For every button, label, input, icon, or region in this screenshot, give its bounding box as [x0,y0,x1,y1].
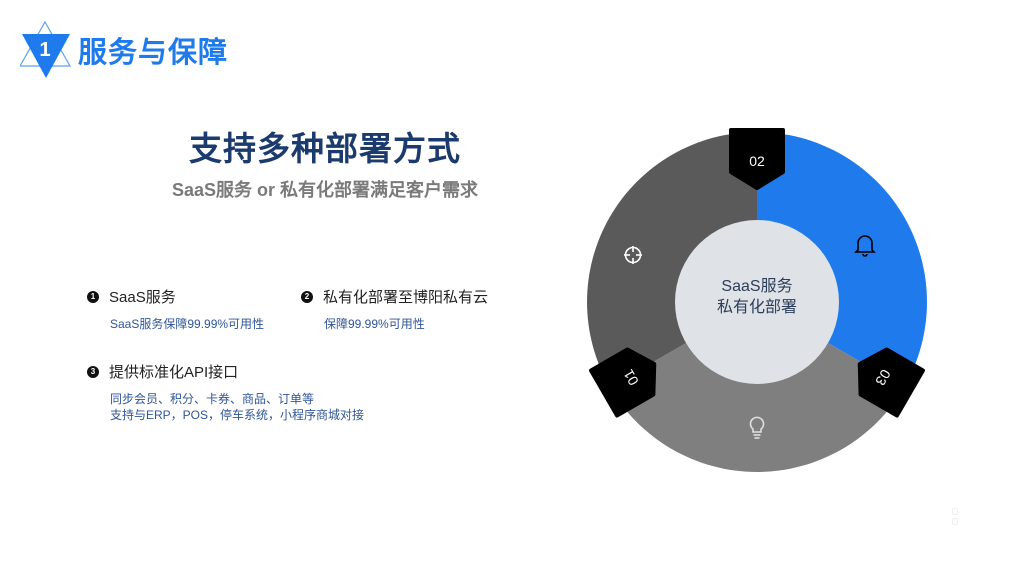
section-header: 1 服务与保障 [20,18,228,82]
page-subtitle: SaaS服务 or 私有化部署满足客户需求 [171,180,479,200]
wheel-segment-03 [609,302,905,472]
center-line-2: 私有化部署 [716,299,797,316]
deployment-wheel: 02 03 01 [587,128,927,472]
number-bullet-icon: 1 [87,290,99,303]
page-title: 支持多种部署方式 [189,130,461,167]
bell-icon [854,235,876,257]
svg-text:02: 02 [749,153,765,169]
feature-desc: 保障99.99%可用性 [324,317,425,331]
tag-02: 02 [729,128,785,190]
feature-item-1: 1 SaaS服务 SaaS服务保障99.99%可用性 [87,286,264,332]
wheel-center-text: SaaS服务 私有化部署 [676,276,838,318]
triangle-logo-icon [20,20,72,78]
feature-item-3: 3 提供标准化API接口 同步会员、积分、卡券、商品、订单等 支持与ERP，PO… [87,361,364,423]
feature-title: 提供标准化API接口 [109,364,239,381]
wheel-center [675,220,839,384]
svg-text:03: 03 [872,367,894,389]
feature-desc-line: 同步会员、积分、卡券、商品、订单等 [110,392,315,406]
feature-desc: SaaS服务保障99.99%可用性 [110,317,265,331]
feature-title: SaaS服务 [109,289,176,306]
feature-desc-line: 支持与ERP，POS，停车系统，小程序商城对接 [110,408,365,422]
dot [952,508,958,515]
crosshair-icon [624,246,642,264]
number-bullet-icon: 3 [87,365,99,378]
feature-title: 私有化部署至博阳私有云 [323,289,489,306]
svg-text:01: 01 [620,367,642,389]
number-bullet-icon: 2 [301,290,313,303]
section-number-badge: 1 [20,20,76,80]
center-line-1: SaaS服务 [721,278,793,295]
faint-dots-decoration [952,508,958,528]
tag-01: 01 [589,347,657,418]
feature-item-2: 2 私有化部署至博阳私有云 保障99.99%可用性 [301,286,488,332]
lightbulb-icon [749,416,765,439]
tag-03: 03 [857,347,925,418]
feature-desc: 同步会员、积分、卡券、商品、订单等 支持与ERP，POS，停车系统，小程序商城对… [110,391,364,423]
section-title: 服务与保障 [78,37,229,69]
dot [952,518,958,525]
section-number: 1 [39,39,51,61]
